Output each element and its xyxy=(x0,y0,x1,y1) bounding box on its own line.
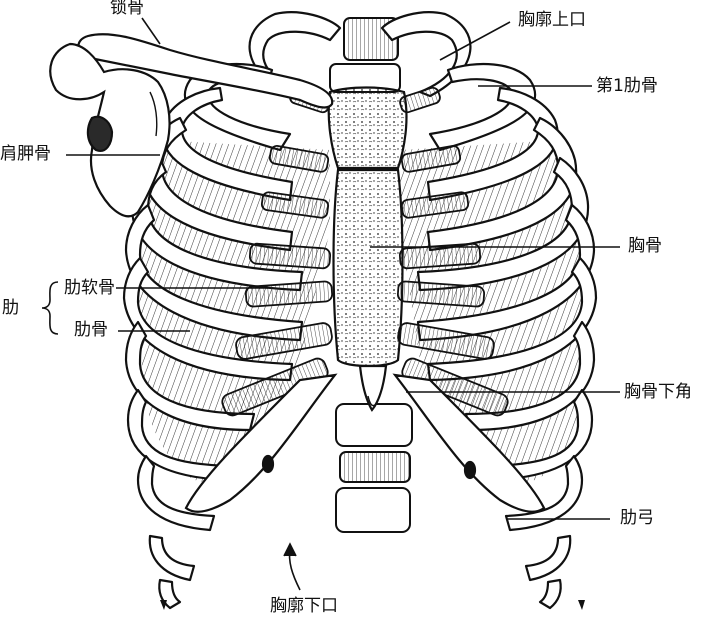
label-superior-aperture: 胸廓上口 xyxy=(518,10,586,30)
leader-lines xyxy=(41,17,620,591)
left-rib-8 xyxy=(124,320,256,432)
label-infrasternal-angle: 胸骨下角 xyxy=(624,382,692,402)
sternum-shape xyxy=(327,86,408,412)
label-sternum: 胸骨 xyxy=(628,236,662,256)
right-rib-6 xyxy=(416,203,596,342)
left-rib-4 xyxy=(142,116,294,252)
label-rib-group: 肋 xyxy=(2,298,19,318)
right-rib-4 xyxy=(426,116,578,252)
label-rib: 肋骨 xyxy=(74,320,108,340)
costal-arch-shape xyxy=(184,373,546,513)
right-rib-3 xyxy=(426,86,559,202)
left-rib-11 xyxy=(148,534,196,582)
right-rib-8 xyxy=(464,320,596,432)
left-rib-6 xyxy=(124,203,304,342)
left-rib-7 xyxy=(122,256,294,382)
label-costal-arch: 肋弓 xyxy=(620,508,654,528)
label-scapula: 肩胛骨 xyxy=(0,144,51,164)
clavicle-shape xyxy=(77,33,334,109)
left-rib-10 xyxy=(136,454,216,532)
right-rib-12 xyxy=(538,578,562,610)
scapula-shape xyxy=(49,42,171,218)
right-rib-11 xyxy=(524,534,572,582)
right-rib-7 xyxy=(426,256,598,382)
right-rib-1 xyxy=(380,11,472,98)
vertebral-column xyxy=(329,17,413,533)
label-inferior-aperture: 胸廓下口 xyxy=(270,596,338,616)
left-rib-3 xyxy=(161,86,294,202)
right-rib-10 xyxy=(504,454,584,532)
label-clavicle: 锁骨 xyxy=(110,0,144,18)
rib-tips xyxy=(160,600,585,610)
label-costal-cartilage: 肋软骨 xyxy=(64,278,115,298)
label-first-rib: 第1肋骨 xyxy=(596,76,658,96)
right-rib-5 xyxy=(416,156,590,292)
